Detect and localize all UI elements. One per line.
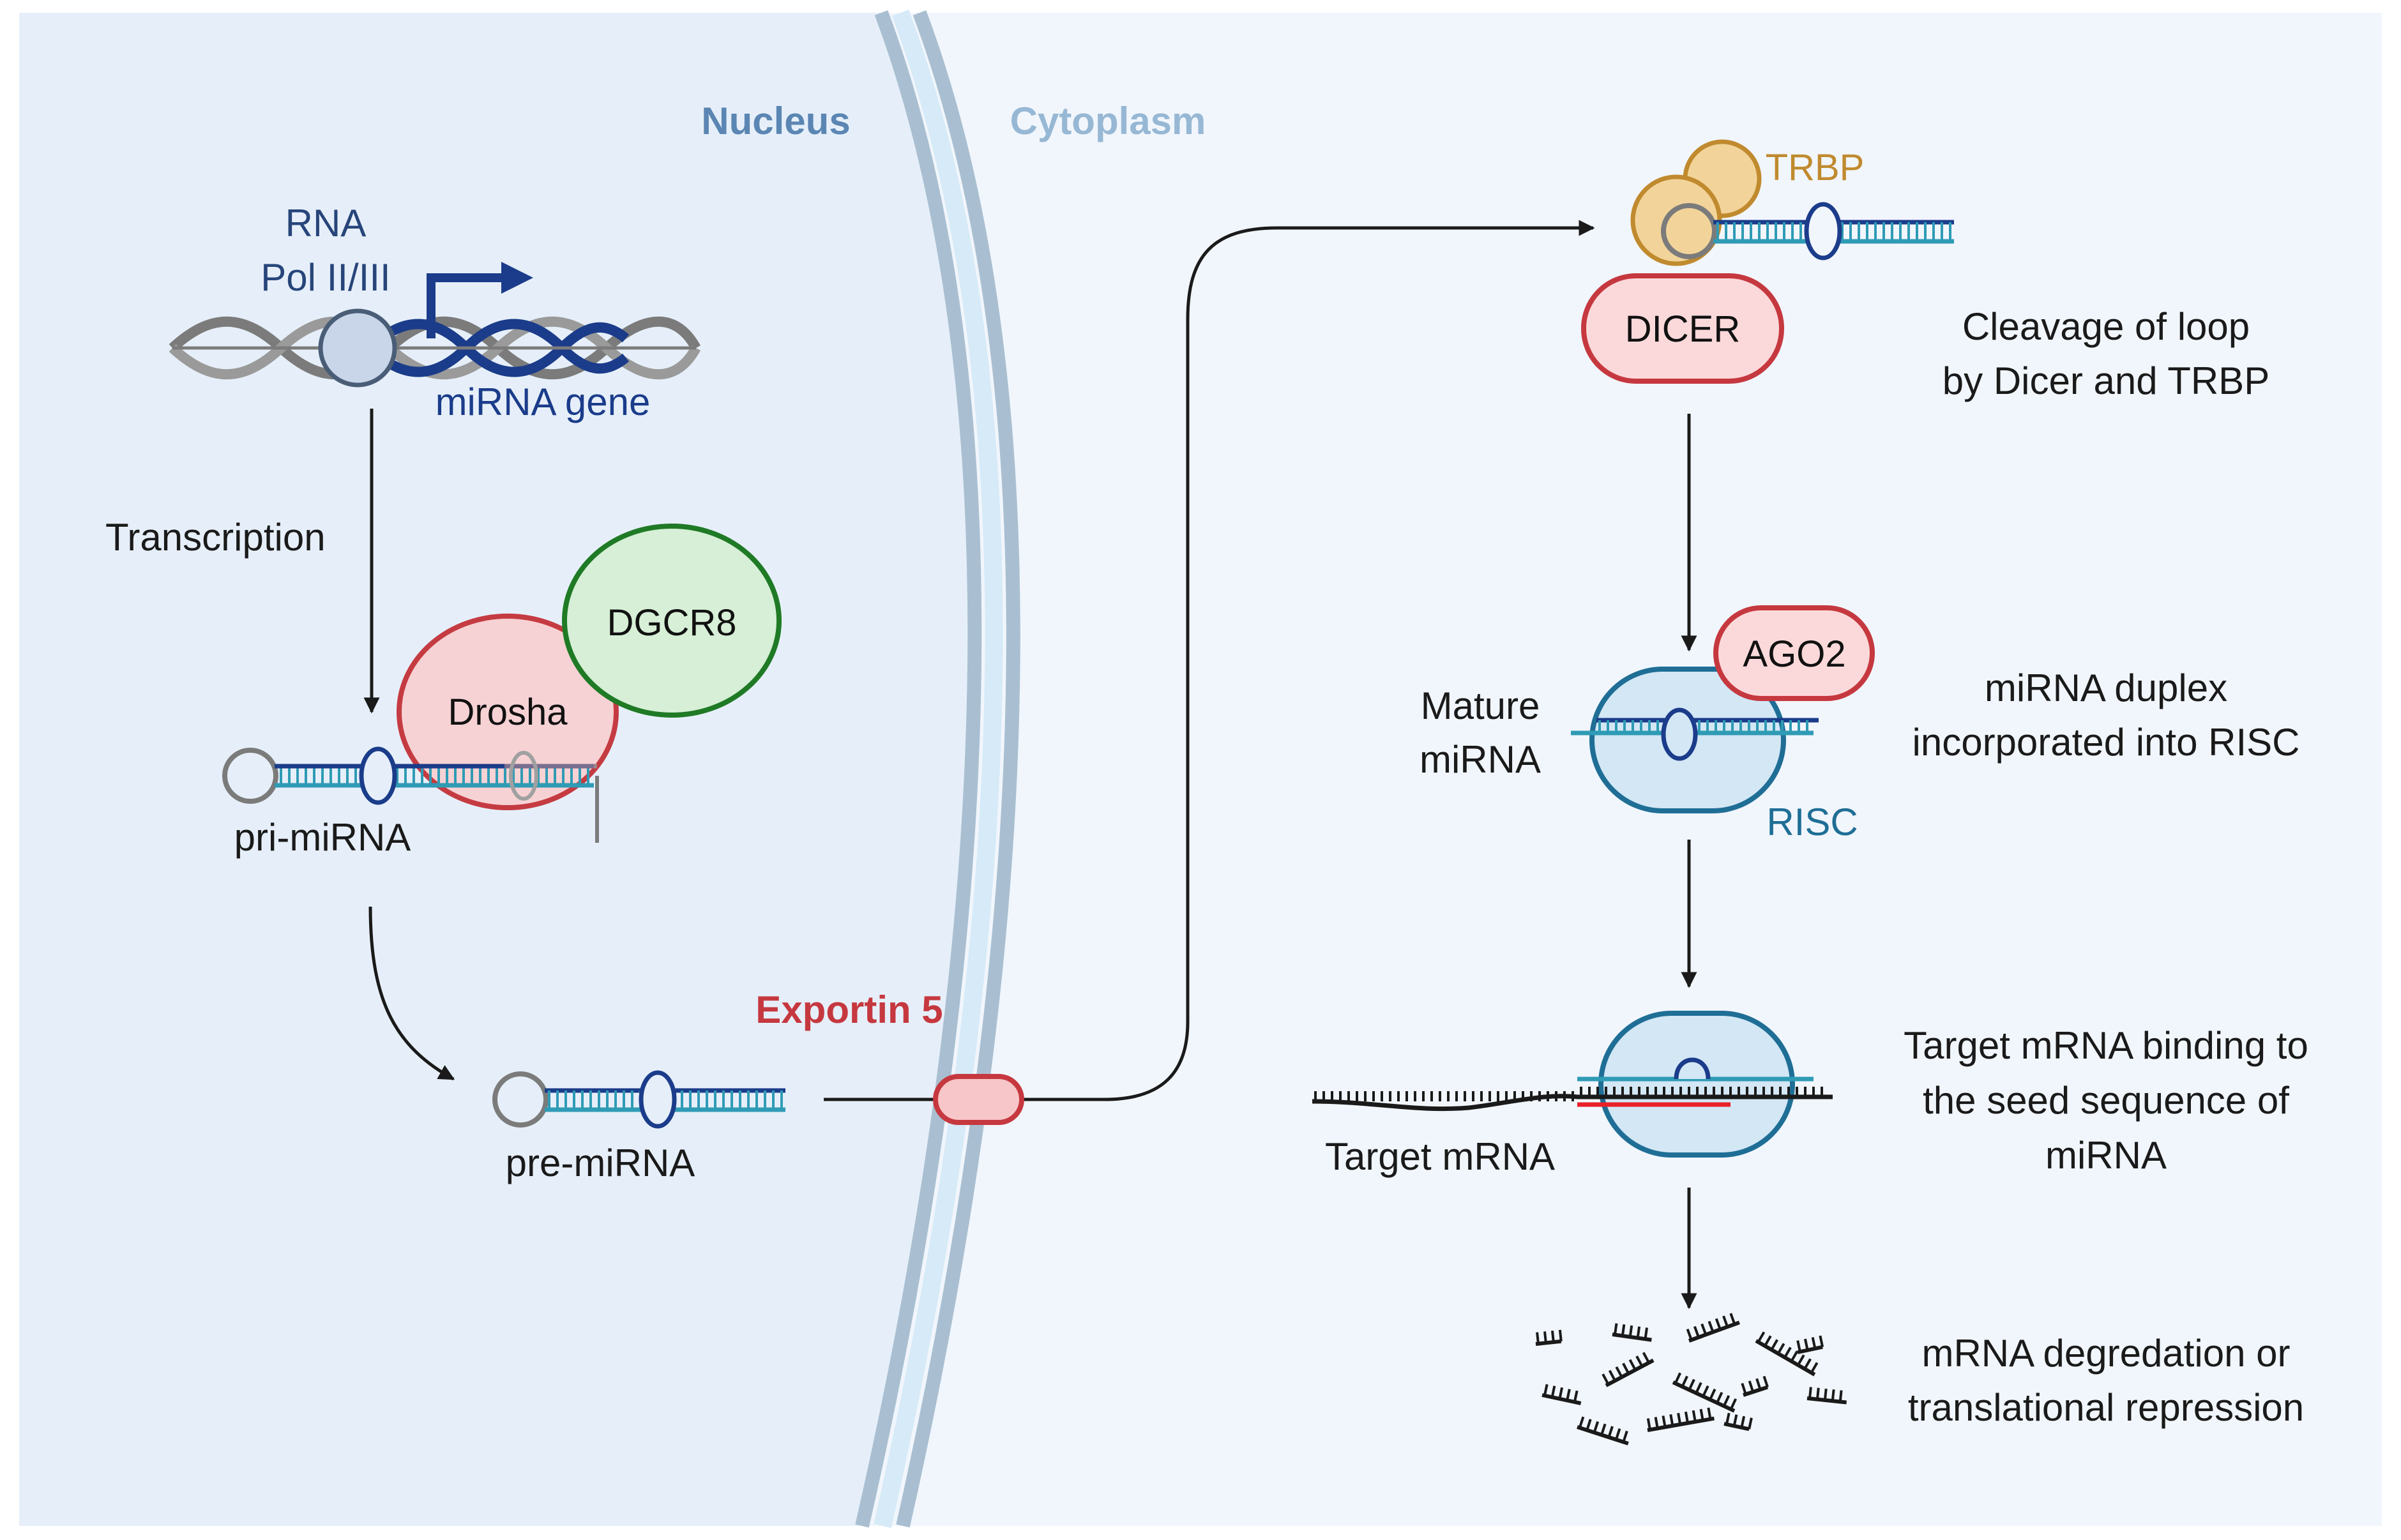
mrna-fragment	[1541, 1384, 1582, 1405]
degraded-mrna-fragments	[1535, 1313, 1847, 1446]
mrna-fragment	[1612, 1323, 1652, 1342]
mrna-fragment	[1806, 1387, 1847, 1405]
drosha-label: Drosha	[448, 691, 568, 733]
mirna-gene-segment	[367, 319, 630, 377]
nuclear-membrane-inner	[896, 10, 1020, 1528]
target-step-line2: the seed sequence of	[1923, 1079, 2289, 1122]
mrna-fragment	[1602, 1352, 1655, 1387]
mrna-fragment	[1646, 1407, 1715, 1432]
pri-mirna-label: pri-miRNA	[234, 816, 411, 859]
dicer-label: DICER	[1625, 308, 1740, 350]
mirna-gene-label: miRNA gene	[436, 381, 651, 423]
dna-double-helix	[169, 316, 701, 380]
nucleus-title: Nucleus	[701, 100, 850, 142]
risc-target-complex	[1598, 1011, 1795, 1158]
transcription-start-arrowhead	[501, 262, 533, 294]
transcription-start-arrow	[427, 273, 504, 338]
mature-mirna-line1: Mature	[1421, 684, 1540, 727]
pri-mirna-hairpin	[222, 746, 599, 843]
mrna-fragment	[1755, 1331, 1819, 1377]
mrna-fragment	[1672, 1372, 1738, 1413]
outcome-line2: translational repression	[1908, 1386, 2304, 1429]
ago2-protein	[1713, 605, 1875, 701]
dicer-substrate-hairpin	[1661, 202, 1954, 260]
mrna-fragment	[1796, 1335, 1824, 1354]
ago2-label: AGO2	[1743, 633, 1845, 675]
pre-mirna-hairpin	[492, 1070, 785, 1129]
nuclear-membrane-outer	[855, 10, 982, 1528]
mrna-fragment	[1535, 1329, 1563, 1346]
nuclear-export-path	[824, 220, 1595, 1101]
dicer-protein	[1581, 273, 1784, 384]
rna-polymerase	[318, 308, 397, 388]
nuclear-membrane-lumen	[874, 10, 1003, 1529]
mature-mirna-line2: miRNA	[1420, 738, 1541, 781]
risc-step-line1: miRNA duplex	[1985, 667, 2227, 709]
target-mrna	[1312, 1057, 1833, 1112]
target-mrna-label: Target mRNA	[1325, 1135, 1555, 1178]
trbp-label: TRBP	[1766, 147, 1865, 188]
drosha-protein	[397, 614, 619, 810]
mrna-fragment	[1741, 1375, 1769, 1397]
target-step-line3: miRNA	[2045, 1134, 2167, 1177]
target-step-line1: Target mRNA binding to	[1904, 1024, 2308, 1067]
risc-step-line2: incorporated into RISC	[1912, 721, 2300, 764]
outcome-line1: mRNA degredation or	[1922, 1332, 2291, 1375]
pre-mirna-label: pre-miRNA	[506, 1142, 695, 1184]
exportin-5-label: Exportin 5	[755, 988, 943, 1031]
exportin-5-pore	[933, 1074, 1024, 1125]
dicer-step-line1: Cleavage of loop	[1962, 305, 2250, 348]
mirna-duplex	[1571, 707, 1819, 761]
polymerase-label-line1: RNA	[285, 202, 367, 245]
dgcr8-label: DGCR8	[607, 602, 736, 644]
risc-label: RISC	[1766, 801, 1858, 843]
dgcr8-protein	[562, 524, 782, 718]
transcription-label: Transcription	[105, 516, 326, 559]
processing-arrow	[368, 906, 455, 1081]
cytoplasm-title: Cytoplasm	[1010, 100, 1206, 142]
mrna-fragment	[1577, 1416, 1629, 1446]
mrna-fragment	[1723, 1412, 1753, 1431]
mrna-fragment	[1686, 1313, 1740, 1343]
polymerase-label-line2: Pol II/III	[261, 256, 390, 299]
dicer-step-line2: by Dicer and TRBP	[1943, 359, 2269, 402]
